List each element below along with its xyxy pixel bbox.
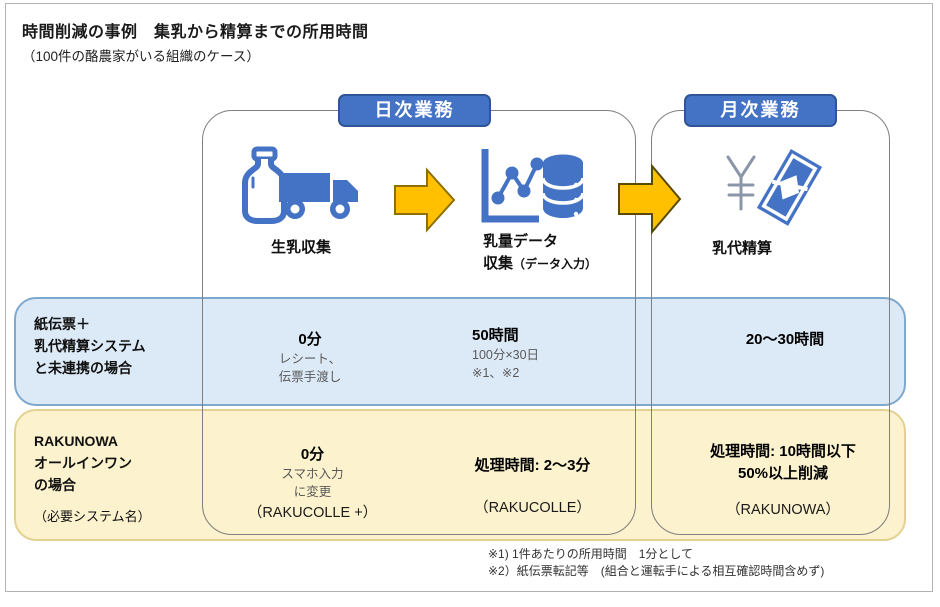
row-rakunowa-label: RAKUNOWA オールインワン の場合 （必要システム名）	[34, 430, 209, 528]
cell-rakunowa-data-system: （RAKUCOLLE）	[474, 500, 591, 516]
cell-rakunowa-settle-value2: 50%以上削減	[737, 465, 829, 482]
cell-rakunowa-data-value: 処理時間: 2〜3分	[474, 457, 591, 474]
row-rakunowa-label-line3: の場合	[34, 477, 76, 493]
step-label-collect: 生乳収集	[270, 239, 331, 256]
cell-paper-data-note1: 100分×30日	[472, 348, 540, 362]
cell-paper-settle: 20〜30時間	[700, 330, 870, 350]
arrow-right-icon	[393, 167, 457, 233]
cell-rakunowa-collect: 0分 スマホ入力 に変更 （RAKUCOLLE +）	[235, 445, 390, 523]
footnote-2: ※2）紙伝票転記等 (組合と運転手による相互確認時間含めず)	[488, 564, 825, 578]
row-rakunowa-band	[14, 409, 906, 541]
cell-rakunowa-settle: 処理時間: 10時間以下 50%以上削減 （RAKUNOWA）	[688, 441, 878, 520]
row-paper-system-band	[14, 297, 906, 406]
row-rakunowa-label-line1: RAKUNOWA	[34, 433, 118, 449]
row-paper-label-line2: 乳代精算システム	[34, 338, 146, 354]
monthly-badge: 月次業務	[684, 94, 837, 127]
cell-rakunowa-collect-system: （RAKUCOLLE +）	[247, 505, 378, 521]
row-rakunowa-label-line2: オールインワン	[34, 455, 132, 471]
step-label-data: 乳量データ 収集（データ入力）	[483, 231, 653, 275]
footnotes: ※1) 1件あたりの所用時間 1分として ※2）紙伝票転記等 (組合と運転手によ…	[488, 546, 824, 580]
daily-badge: 日次業務	[338, 94, 491, 127]
row-paper-label-line1: 紙伝票＋	[34, 316, 90, 332]
row-rakunowa-label-note: （必要システム名）	[34, 509, 151, 524]
page-subtitle: （100件の酪農家がいる組織のケース）	[22, 49, 260, 64]
step-label-data-line2: 収集	[483, 255, 514, 272]
cell-paper-collect: 0分 レシート、 伝票手渡し	[245, 330, 375, 386]
outer-frame	[5, 3, 933, 592]
cell-rakunowa-collect-note2: に変更	[293, 485, 332, 499]
cell-paper-collect-value: 0分	[298, 331, 322, 348]
cell-paper-settle-value: 20〜30時間	[745, 331, 825, 348]
row-paper-label-line3: と未連携の場合	[34, 360, 132, 376]
cell-rakunowa-data: 処理時間: 2〜3分 （RAKUCOLLE）	[440, 456, 625, 518]
cell-rakunowa-settle-value1: 処理時間: 10時間以下	[710, 443, 856, 460]
footnote-1: ※1) 1件あたりの所用時間 1分として	[488, 547, 694, 561]
cell-paper-data-value: 50時間	[472, 327, 519, 344]
milk-bottle-truck-icon	[232, 146, 364, 234]
cell-paper-collect-note2: 伝票手渡し	[278, 370, 342, 384]
cell-rakunowa-settle-system: （RAKUNOWA）	[726, 502, 840, 518]
arrow-right-icon	[617, 163, 683, 235]
yen-banknote-icon	[720, 147, 826, 233]
step-label-data-line1: 乳量データ	[483, 233, 559, 250]
step-label-data-note: （データ入力）	[513, 257, 598, 271]
cell-paper-data-note2: ※1、※2	[472, 366, 520, 380]
cell-paper-data: 50時間 100分×30日 ※1、※2	[472, 326, 632, 382]
cell-rakunowa-collect-value: 0分	[300, 446, 325, 463]
step-label-settle: 乳代精算	[712, 240, 773, 257]
chart-database-icon	[477, 146, 585, 232]
row-paper-label: 紙伝票＋ 乳代精算システム と未連携の場合	[34, 313, 209, 379]
page-title: 時間削減の事例 集乳から精算までの所用時間	[22, 24, 369, 41]
cell-paper-collect-note1: レシート、	[278, 352, 342, 366]
cell-rakunowa-collect-note1: スマホ入力	[281, 467, 344, 481]
